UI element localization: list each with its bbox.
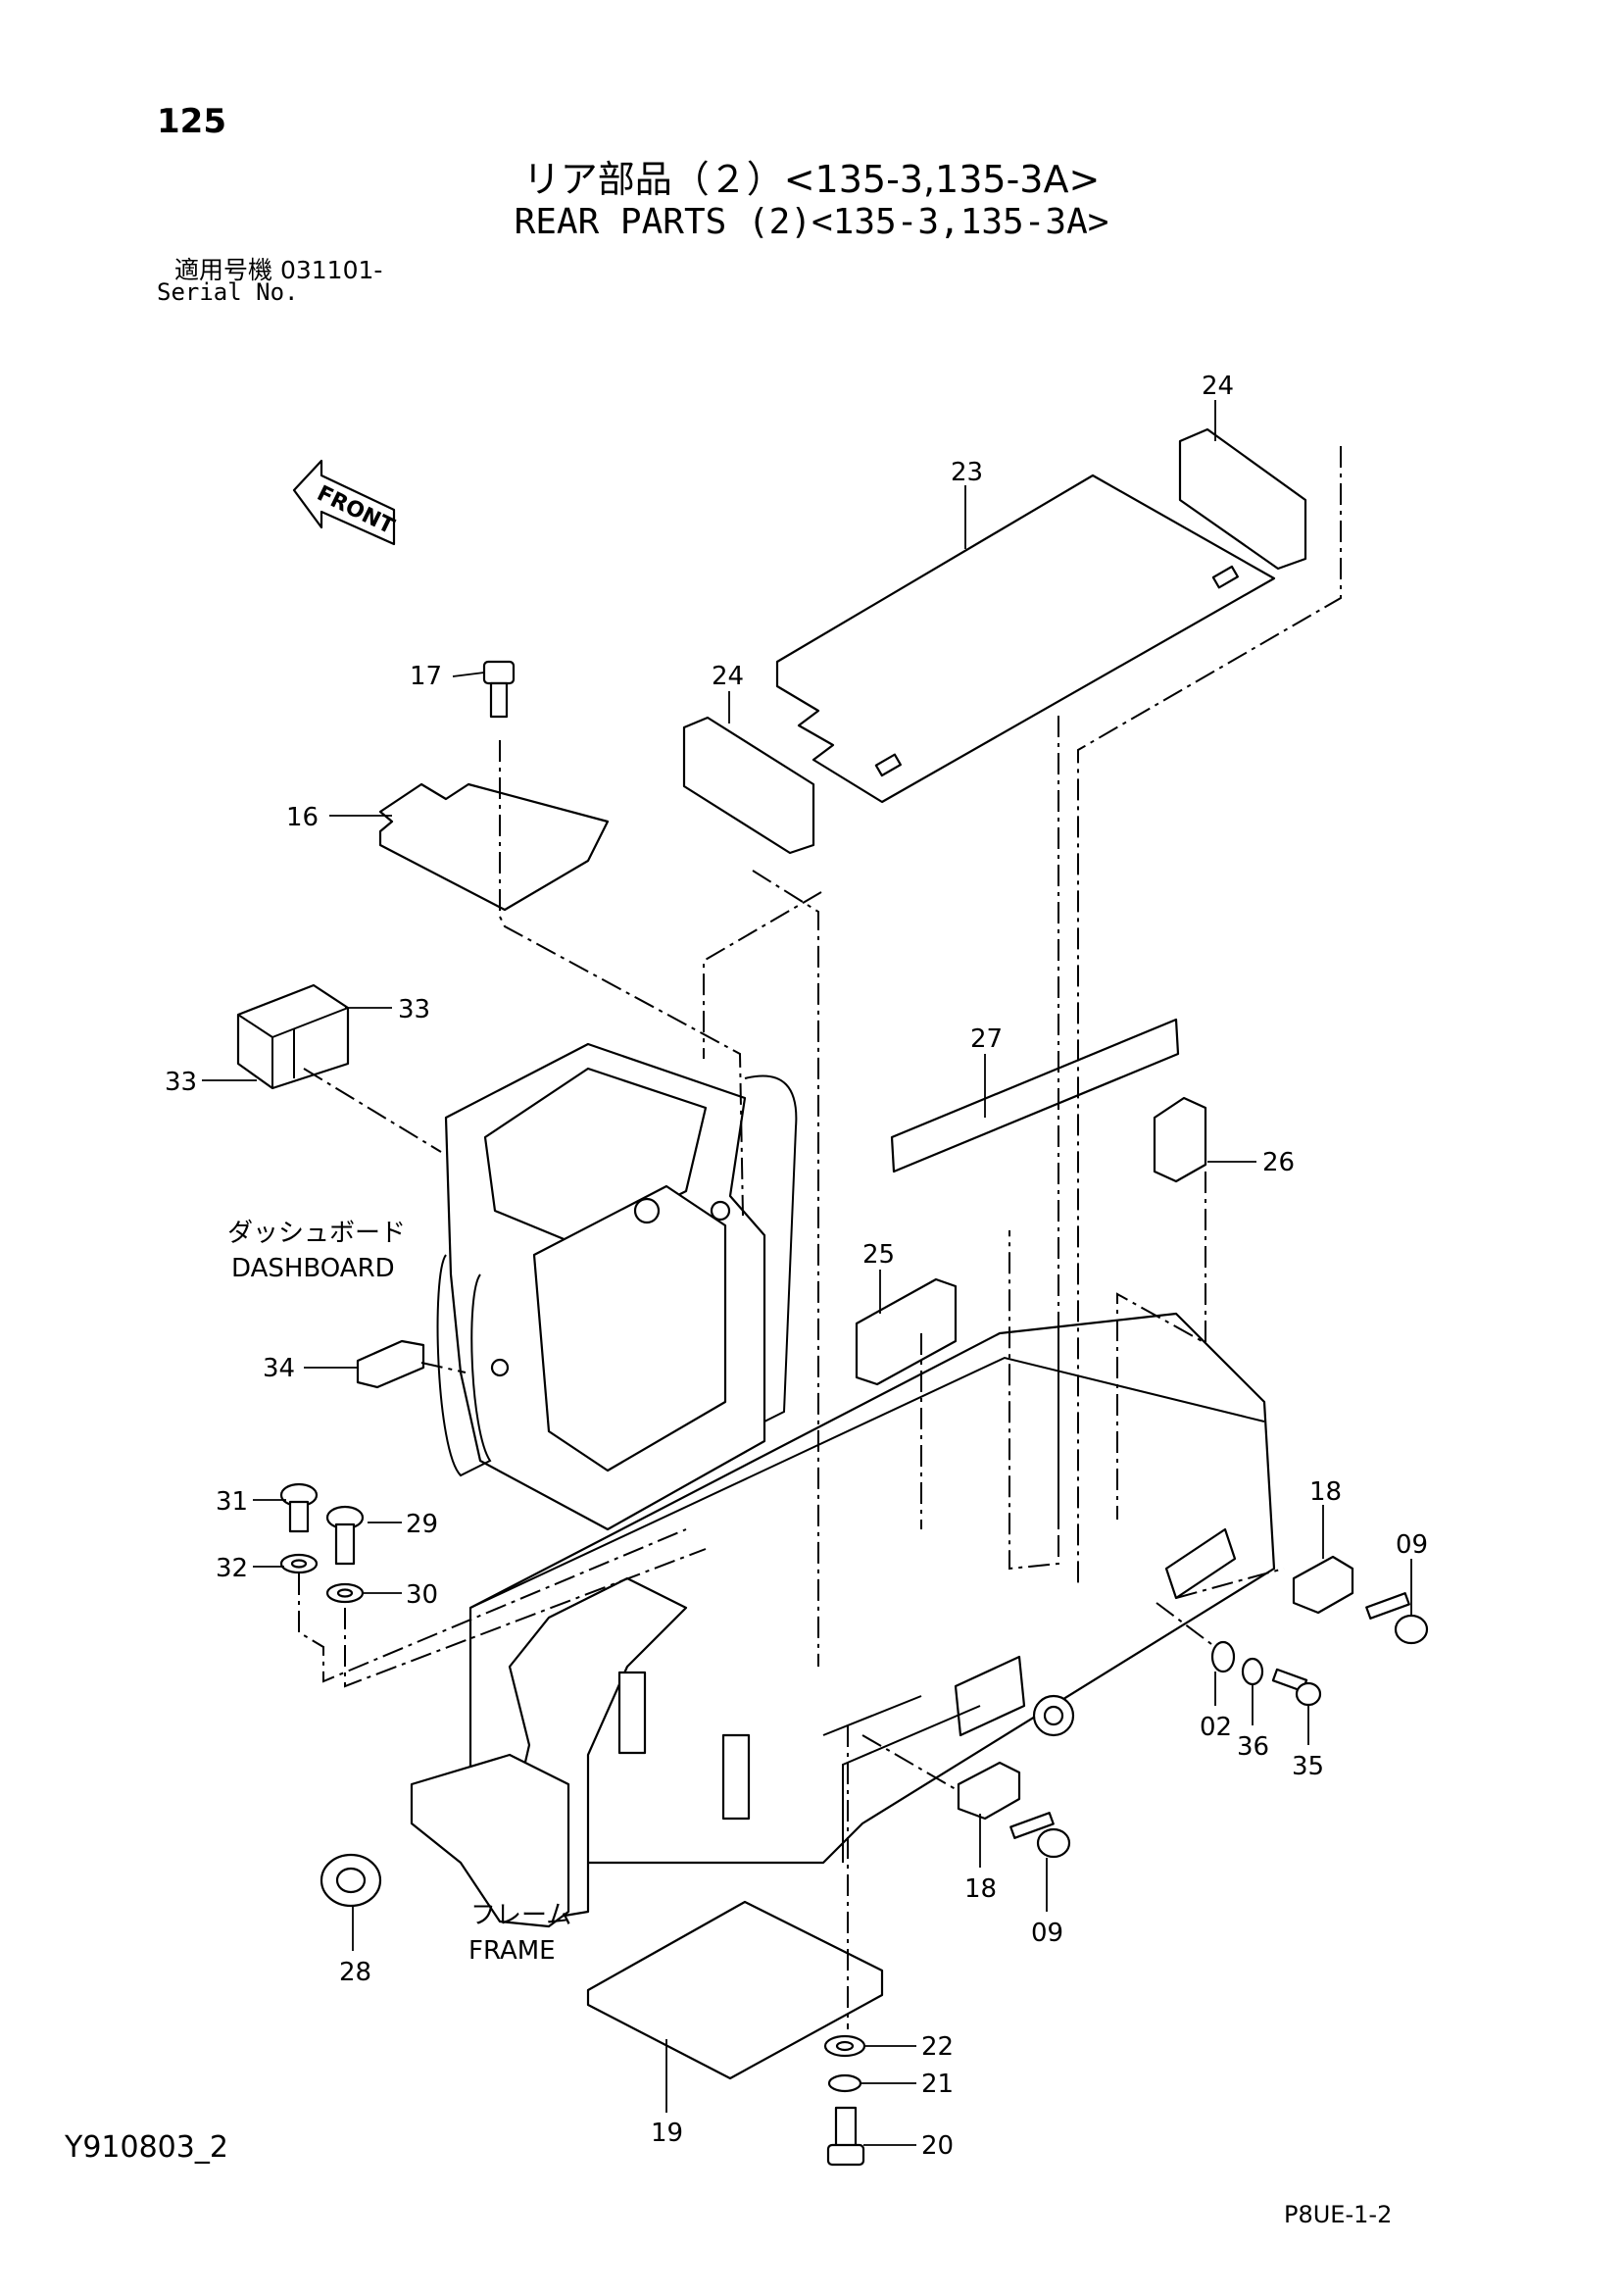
frame-label-japanese: フレーム [470,1901,571,1930]
callout-18-right: 18 [1309,1477,1342,1507]
callout-02: 02 [1200,1713,1232,1742]
callout-27: 27 [970,1024,1003,1054]
dashboard-assembly [436,1042,798,1531]
part-32-washer [279,1553,319,1574]
part-25-pad [855,1277,958,1386]
callout-leaders [202,400,1412,2146]
part-20-bolt [826,2106,865,2167]
part-28-grommet [320,1853,382,1908]
callout-labels: 17 16 24 24 23 33 33 27 26 25 ダッシュボード DA… [165,372,1428,2161]
part-24-seal-upper [1178,427,1307,571]
dashboard-label-japanese: ダッシュボード [227,1219,406,1248]
page-title-english: REAR PARTS (2)<135-3,135-3A> [514,202,1109,242]
part-29-bolt [325,1505,365,1566]
callout-28: 28 [339,1958,371,1987]
part-34-pad [356,1339,425,1389]
callout-26: 26 [1262,1148,1295,1177]
callout-35: 35 [1292,1752,1324,1781]
callout-32: 32 [216,1554,248,1583]
part-27-strip [890,1018,1180,1173]
callout-24-left: 24 [712,662,744,691]
part-30-washer [325,1582,365,1604]
callout-36: 36 [1237,1732,1269,1762]
callout-22: 22 [921,2032,954,2062]
callout-20: 20 [921,2131,954,2161]
part-33-step-pads [236,983,350,1090]
part-18-bracket-lower [957,1761,1021,1821]
serial-label-english: Serial No. [157,278,299,306]
part-21-spring-washer [827,2073,862,2093]
part-19-bottom-plate [586,1900,884,2080]
document-code: Y910803_2 [65,2130,228,2165]
part-26-pad [1153,1096,1207,1183]
callout-33-left: 33 [165,1068,197,1097]
callout-09-right: 09 [1396,1530,1428,1560]
callout-23: 23 [951,458,983,487]
part-09-bolt-lower [1009,1812,1071,1859]
callout-24-upper: 24 [1202,372,1234,401]
part-22-washer [823,2034,866,2058]
callout-09-lower: 09 [1031,1919,1063,1948]
part-02-washer [1210,1640,1236,1673]
page-title-japanese: リア部品（２）<135-3,135-3A> [522,158,1101,201]
callout-21: 21 [921,2070,954,2099]
callout-19: 19 [651,2119,683,2148]
front-arrow-icon: FRONT [292,459,398,546]
callout-16: 16 [286,803,319,832]
callout-25: 25 [862,1240,895,1270]
dashboard-label-english: DASHBOARD [231,1254,395,1283]
part-36-washer [1241,1657,1264,1686]
callout-18-lower: 18 [964,1874,997,1904]
part-31-bolt [279,1482,319,1533]
part-17-bolt [482,660,516,719]
callout-34: 34 [263,1354,295,1383]
frame-assembly [410,1312,1276,1928]
part-23-cover-plate [775,474,1276,804]
sheet-code: P8UE-1-2 [1284,2201,1393,2228]
part-24-seal-left [682,716,815,855]
part-35-bolt [1271,1668,1322,1707]
page-number: 125 [157,102,226,141]
serial-label-japanese: 適用号機 031101- [174,256,383,284]
callout-31: 31 [216,1487,248,1517]
callout-30: 30 [406,1580,438,1610]
callout-17: 17 [410,662,442,691]
assembly-center-lines [298,446,1342,2029]
part-09-bolt-right [1365,1592,1429,1645]
part-16-cover [378,782,610,912]
callout-29: 29 [406,1510,438,1539]
frame-label-english: FRAME [468,1936,556,1966]
callout-33-upper: 33 [398,995,430,1024]
part-18-bracket-right [1292,1555,1354,1615]
